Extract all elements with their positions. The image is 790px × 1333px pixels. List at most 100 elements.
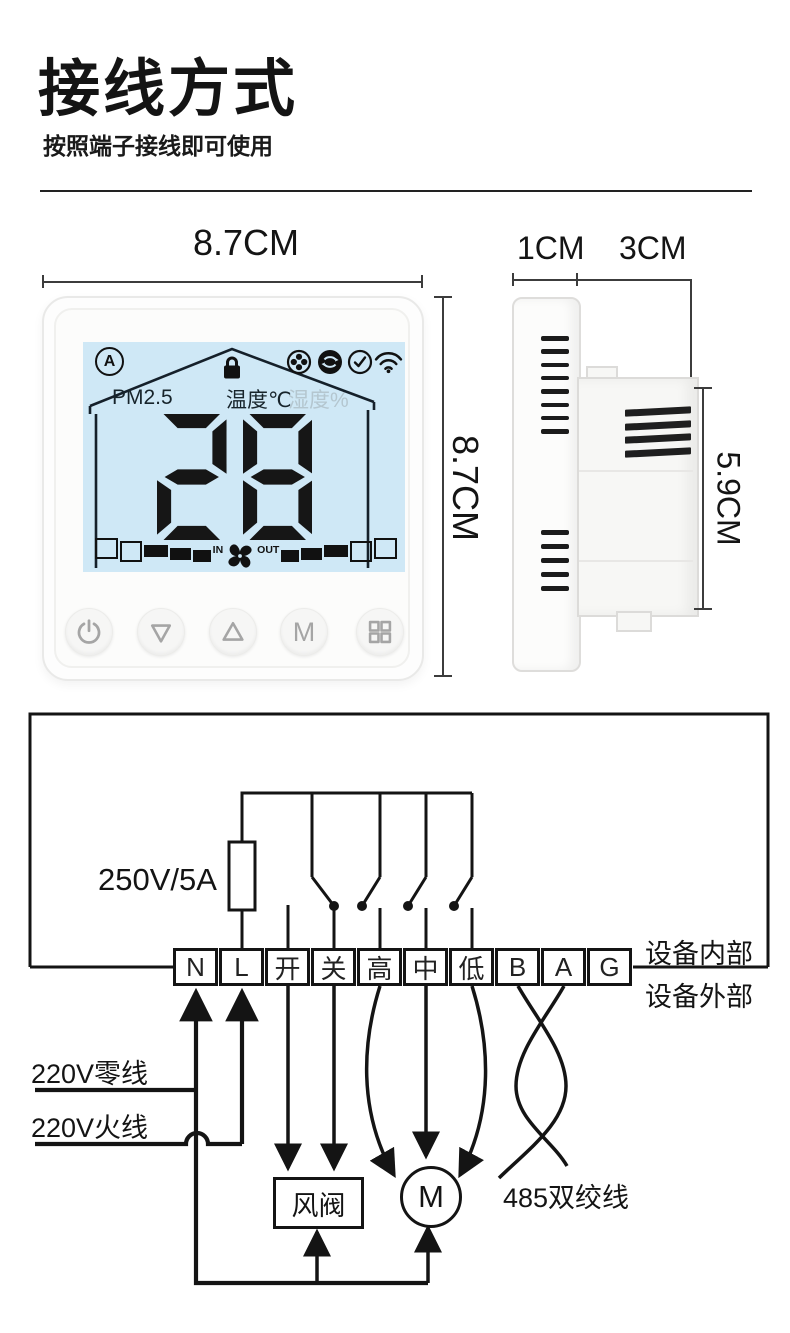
terminal-N: N [173,948,218,986]
terminal-B: B [495,948,540,986]
contact-dots [329,901,459,911]
external-label: 设备外部 [645,982,753,1012]
fan-indicator-group: IN OUT [213,540,280,572]
menu-button [356,608,404,656]
lock-icon [224,356,240,379]
vent-slot [541,429,569,434]
mode-button-label: M [292,616,316,647]
terminal-中: 中 [403,948,448,986]
fan-high-wire [364,985,396,1179]
panel-depth-label: 1CM [517,230,585,266]
supply-bus [240,791,472,948]
rear-module [577,377,699,617]
fan-speed-bar: IN OUT [95,538,398,572]
auto-mode-icon-label: A [103,352,116,370]
dim-tick [694,608,712,610]
triangle-up-icon [222,621,244,641]
fan-bar-cell [169,548,192,560]
fan-status-icon [286,349,312,375]
dim-tick [576,273,578,286]
live-label: 220V火线 [31,1113,149,1143]
vent-slot [541,586,569,591]
triangle-down-icon [150,624,172,643]
rs485-wire-b [497,985,568,1180]
temperature-display [157,414,313,540]
fan-bar-cell [95,538,118,559]
side-panel [512,297,581,672]
device-boundary [28,712,770,969]
vent-slot [541,558,569,563]
pm25-label: PM2.5 [112,386,173,409]
fan-bar-cell [300,548,323,560]
valve-box: 风阀 [273,1177,364,1229]
fan-bar-cell [349,541,373,562]
dim-tick [694,387,712,389]
vent-slot [541,402,569,407]
vent-slot [541,544,569,549]
terminal-关: 关 [311,948,356,986]
depth-dimension-line [512,279,692,281]
vent-slot [541,375,569,381]
up-button [209,608,257,656]
vent-slot [541,349,569,354]
dim-tick [434,296,452,298]
page-subtitle: 按照端子接线即可使用 [43,133,273,159]
wifi-icon [374,352,403,374]
module-foot [616,611,652,632]
terminal-低: 低 [449,948,494,986]
module-height-label: 5.9CM [710,451,747,546]
rs485-label: 485双绞线 [503,1183,630,1213]
fan-bar-cell [193,550,211,562]
humidity-unit-label: 湿度% [288,389,349,412]
dim-tick [421,275,423,288]
neutral-wire [35,1087,428,1286]
vent-slot [541,572,569,577]
front-width-dimension [42,281,423,283]
motor-label: M [418,1179,444,1214]
auto-mode-icon: A [95,347,124,376]
vent-slot [541,362,569,368]
module-grille-slat [625,433,691,444]
fan-low-wire [458,985,488,1179]
terminal-G: G [587,948,632,986]
module-depth-label: 3CM [619,230,687,266]
terminal-stubs [286,905,474,948]
terminal-开: 开 [265,948,310,986]
page-title: 接线方式 [38,55,299,124]
sync-icon [318,350,342,374]
front-height-label: 8.7CM [445,434,486,542]
out-label: OUT [257,544,280,556]
module-seam [579,560,693,562]
fan-bar-cell [324,545,348,557]
height-dimension-line [702,388,704,610]
internal-label: 设备内部 [645,939,753,969]
fan-bar-cell [144,545,168,557]
module-seam [579,470,693,472]
terminal-A: A [541,948,586,986]
house-outline-icon [88,347,376,568]
fan-bar-cell [281,550,299,562]
power-icon [77,619,101,644]
front-width-label: 8.7CM [193,222,300,263]
dim-tick [512,273,514,286]
module-grille-slat [625,406,691,417]
temperature-digit [242,414,313,540]
down-button [137,608,185,656]
dim-tick [42,275,44,288]
mode-button: M [280,608,328,656]
module-grille-slat [625,446,691,458]
switch-feeds [310,793,474,877]
header-divider [40,190,752,192]
temperature-digit [157,414,227,540]
check-icon [347,349,373,375]
motor-circle: M [400,1166,462,1228]
vent-slot [541,336,569,341]
grid-icon [368,620,392,644]
fan-icon [228,544,252,568]
neutral-label: 220V零线 [31,1059,149,1089]
vent-slot [541,415,569,421]
fan-bar-cell [119,541,143,562]
power-button [65,608,113,656]
